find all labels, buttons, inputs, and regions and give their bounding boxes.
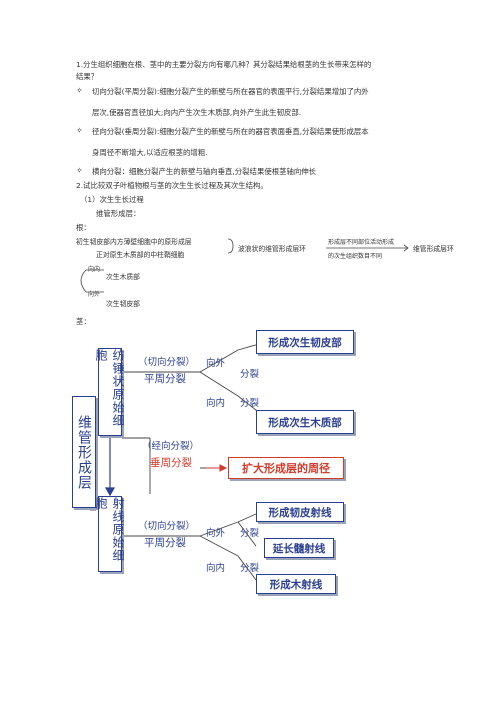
q1-bullet3-line1: 横向分裂：细胞分裂产生的新壁与轴向垂直,分裂结果使根茎轴向伸长 xyxy=(92,167,317,176)
q1-bullet1-line2: 层次,使器官直径加大;向内产生次生木质部,向外产生此生韧皮部. xyxy=(92,108,302,117)
bottom-division-type: 平周分裂 xyxy=(144,537,186,549)
q1-bullet2-line2: 身周径不断增大,以适应根茎的增粗. xyxy=(92,148,208,157)
root-cambium-ring: 维管形成层环 xyxy=(413,245,454,253)
bullet-diamond-icon: ✧ xyxy=(76,166,83,175)
fusiform-inward-label: 向内 xyxy=(206,398,226,409)
fusiform-inward-split: 分裂 xyxy=(240,398,260,409)
q2-title: 2.试比较双子叶植物根与茎的次生生长过程及其次生结构。 xyxy=(76,181,268,190)
root-origin-a: 初生韧皮部内方薄壁细胞中的原形成层 xyxy=(76,238,192,246)
result-xylem-ray-text: 形成木射线 xyxy=(269,578,323,591)
fusiform-initial-box: 纺锤状原始细胞 xyxy=(94,348,125,436)
stem-main-cambium-box: 维管形成层 xyxy=(72,396,96,508)
result-secondary-phloem-text: 形成次生韧皮部 xyxy=(268,336,342,349)
ray-inward-label: 向内 xyxy=(206,563,226,574)
q2-subtitle-cambium: 维管形成层： xyxy=(96,209,141,218)
ray-outward-split: 分裂 xyxy=(240,528,260,539)
q1-question-line2: 结果？ xyxy=(76,72,99,81)
result-phloem-ray: 形成韧皮射线 xyxy=(256,502,344,522)
stem-main-cambium-label: 维管形成层 xyxy=(76,414,92,490)
bullet-diamond-icon: ✧ xyxy=(76,86,83,95)
root-label: 根： xyxy=(76,223,91,232)
root-origin-b: 正对原生木质部的中柱鞘细胞 xyxy=(96,251,185,259)
result-extend-pith-ray: 延长髓射线 xyxy=(264,538,334,558)
result-xylem-ray: 形成木射线 xyxy=(256,574,336,594)
mid-division-type: 垂周分裂 xyxy=(150,457,192,469)
root-arrow-note-top: 形成层不同部位活动形成 xyxy=(328,239,395,246)
top-division-paren: （切向分裂） xyxy=(138,357,196,368)
result-enlarge-circumference: 扩大形成层的周径 xyxy=(228,457,344,479)
q1-bullet2-line1: 径向分裂(垂周分裂):细胞分裂产生的新壁与所在的器官表面垂直,分裂结果使形成层本 xyxy=(92,127,369,136)
ray-inward-split: 分裂 xyxy=(240,563,260,574)
result-secondary-phloem: 形成次生韧皮部 xyxy=(256,330,354,354)
top-division-type: 平周分裂 xyxy=(144,373,186,385)
fusiform-initial-label: 纺锤状原始细胞 xyxy=(94,349,125,427)
root-arrow-note-bottom: 的次生组织数目不同 xyxy=(328,253,383,260)
q2-subtitle-process: （1）次生生长过程 xyxy=(80,195,144,204)
ray-initial-label: 射线原始细胞 xyxy=(94,497,125,562)
mid-division-paren: （经向分裂） xyxy=(142,441,200,452)
result-secondary-xylem-text: 形成次生木质部 xyxy=(268,416,342,429)
stem-label: 茎： xyxy=(76,317,91,326)
fusiform-outward-label: 向外 xyxy=(206,358,226,369)
fusiform-outward-split: 分裂 xyxy=(240,369,260,380)
root-wavy-ring: 波浪状的维管形成层环 xyxy=(238,245,306,253)
q1-question-line1: 1.分生组织细胞在根、茎中的主要分裂方向有哪几种？其分裂结果给根茎的生长带来怎样… xyxy=(76,60,372,69)
ray-outward-label: 向外 xyxy=(206,528,226,539)
bullet-diamond-icon: ✧ xyxy=(76,126,83,135)
ray-initial-box: 射线原始细胞 xyxy=(94,496,125,572)
root-outward-label: 向外 xyxy=(88,291,101,298)
root-secondary-phloem: 次生韧皮部 xyxy=(106,300,140,308)
result-secondary-xylem: 形成次生木质部 xyxy=(256,410,354,434)
root-inward-label: 向内 xyxy=(88,266,101,273)
result-enlarge-circumference-text: 扩大形成层的周径 xyxy=(242,462,330,475)
result-phloem-ray-text: 形成韧皮射线 xyxy=(268,506,332,519)
root-secondary-xylem: 次生木质部 xyxy=(106,273,140,281)
result-extend-pith-ray-text: 延长髓射线 xyxy=(272,542,326,555)
bottom-division-paren: （切向分裂） xyxy=(138,521,196,532)
q1-bullet1-line1: 切向分裂(平周分裂):细胞分裂产生的新壁与所在器官的表面平行,分裂结果增加了内外 xyxy=(92,87,369,96)
